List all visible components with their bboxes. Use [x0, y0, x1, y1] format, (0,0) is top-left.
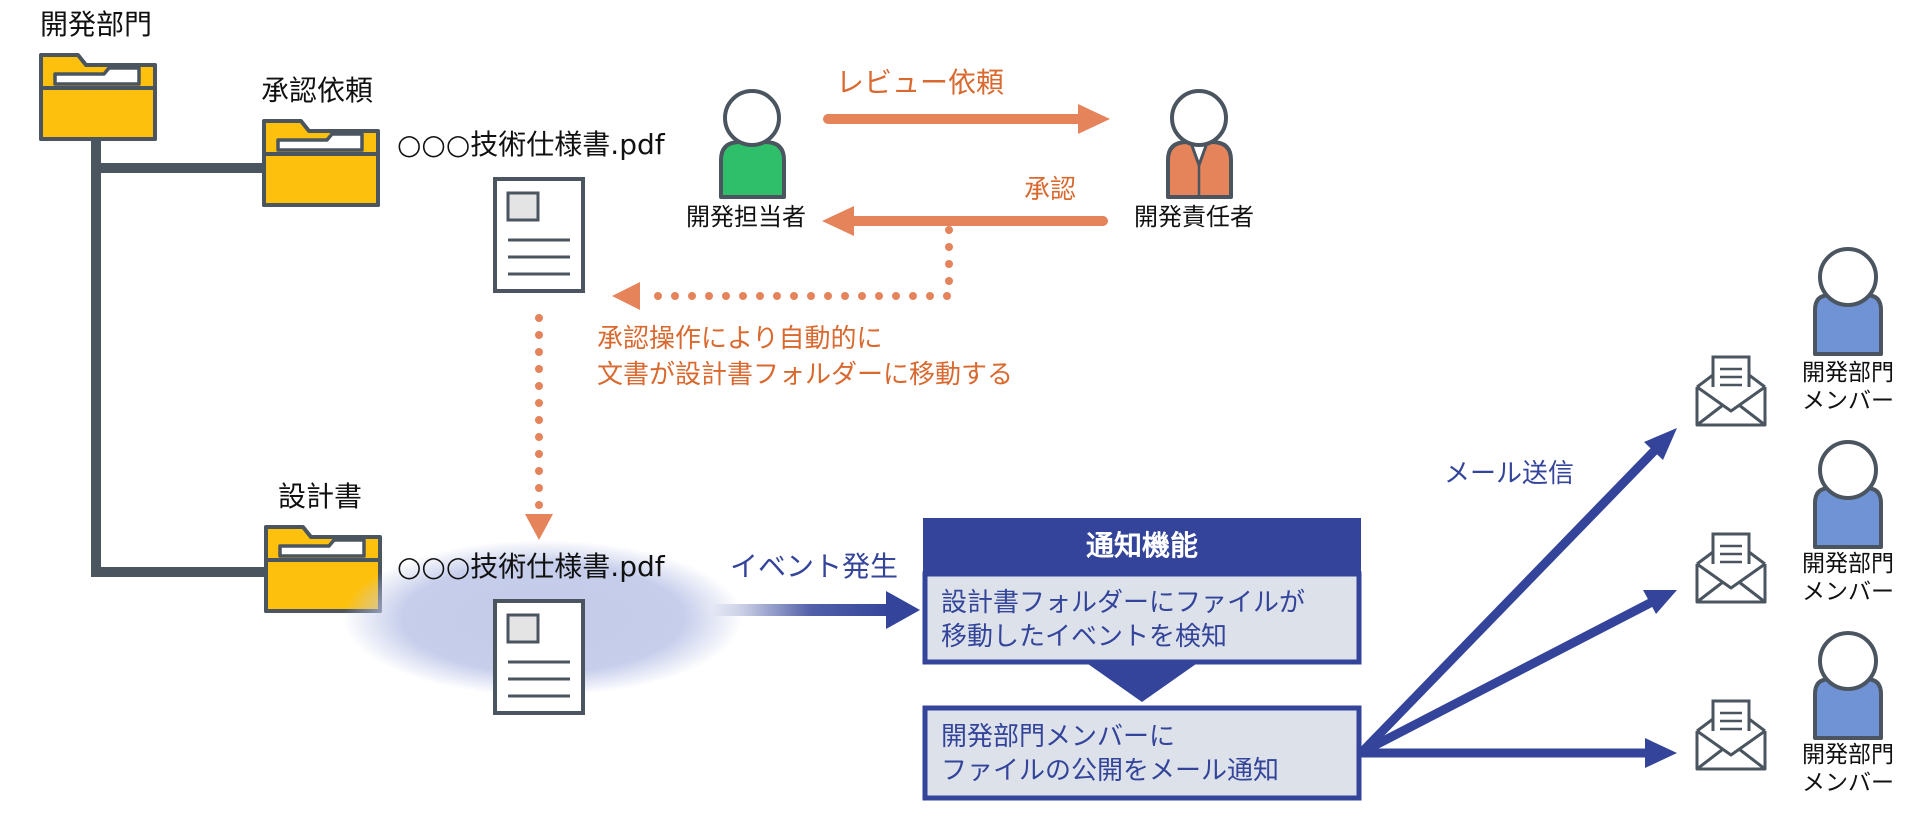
- notification-panel: [922, 518, 1362, 801]
- member-person-icon: [1813, 440, 1883, 549]
- approval-label: 承認: [1024, 175, 1077, 205]
- folder-icon-approval[interactable]: [262, 119, 380, 207]
- document-move-dotted-arrow: [525, 314, 553, 540]
- member-label: 開発部門 メンバー: [1792, 360, 1904, 415]
- mail-icon: [1695, 699, 1767, 771]
- notification-title: 通知機能: [1085, 529, 1198, 562]
- auto-move-note-line2: 文書が設計書フォルダーに移動する: [597, 360, 1014, 390]
- root-folder-label: 開発部門: [40, 8, 153, 41]
- member-label-line1: 開発部門: [1802, 742, 1894, 768]
- approval-arrow: [822, 206, 1108, 236]
- moved-file-name[interactable]: ○○○技術仕様書.pdf: [397, 550, 665, 583]
- approval-folder-label: 承認依頼: [261, 74, 374, 107]
- notify-text-line2: ファイルの公開をメール通知: [941, 756, 1280, 786]
- folder-icon-root[interactable]: [39, 53, 157, 141]
- event-arrow: [712, 591, 920, 629]
- member-label-line1: 開発部門: [1802, 360, 1894, 386]
- member-person-icon: [1813, 247, 1883, 356]
- mail-icon: [1695, 355, 1767, 427]
- member-label: 開発部門 メンバー: [1792, 551, 1904, 606]
- review-request-arrow: [823, 104, 1110, 134]
- member-person-icon: [1813, 631, 1883, 740]
- document-icon-moved[interactable]: [493, 599, 585, 715]
- auto-move-dotted-arrow: [612, 226, 953, 310]
- detect-text-line1: 設計書フォルダーにファイルが: [941, 588, 1306, 618]
- developer-person-icon: [719, 89, 786, 199]
- member-label: 開発部門 メンバー: [1792, 742, 1904, 797]
- detect-text-line2: 移動したイベントを検知: [941, 622, 1228, 652]
- mail-send-arrows: [1357, 428, 1677, 768]
- notify-text-line1: 開発部門メンバーに: [941, 722, 1176, 752]
- auto-move-note-line1: 承認操作により自動的に: [597, 324, 883, 354]
- member-label-line2: メンバー: [1802, 387, 1894, 414]
- member-label-line2: メンバー: [1802, 578, 1894, 605]
- member-label-line2: メンバー: [1802, 769, 1894, 796]
- manager-label: 開発責任者: [1134, 203, 1254, 231]
- pending-file-name[interactable]: ○○○技術仕様書.pdf: [397, 128, 665, 161]
- event-occurs-label: イベント発生: [730, 550, 899, 583]
- document-icon-pending[interactable]: [493, 177, 585, 293]
- tree-connector: [91, 133, 270, 577]
- developer-label: 開発担当者: [686, 203, 806, 231]
- member-label-line1: 開発部門: [1802, 551, 1894, 577]
- review-request-label: レビュー依頼: [836, 66, 1005, 99]
- mail-icon: [1695, 532, 1767, 604]
- mail-send-label: メール送信: [1444, 459, 1575, 489]
- manager-person-icon: [1166, 89, 1233, 199]
- design-folder-label: 設計書: [278, 480, 363, 513]
